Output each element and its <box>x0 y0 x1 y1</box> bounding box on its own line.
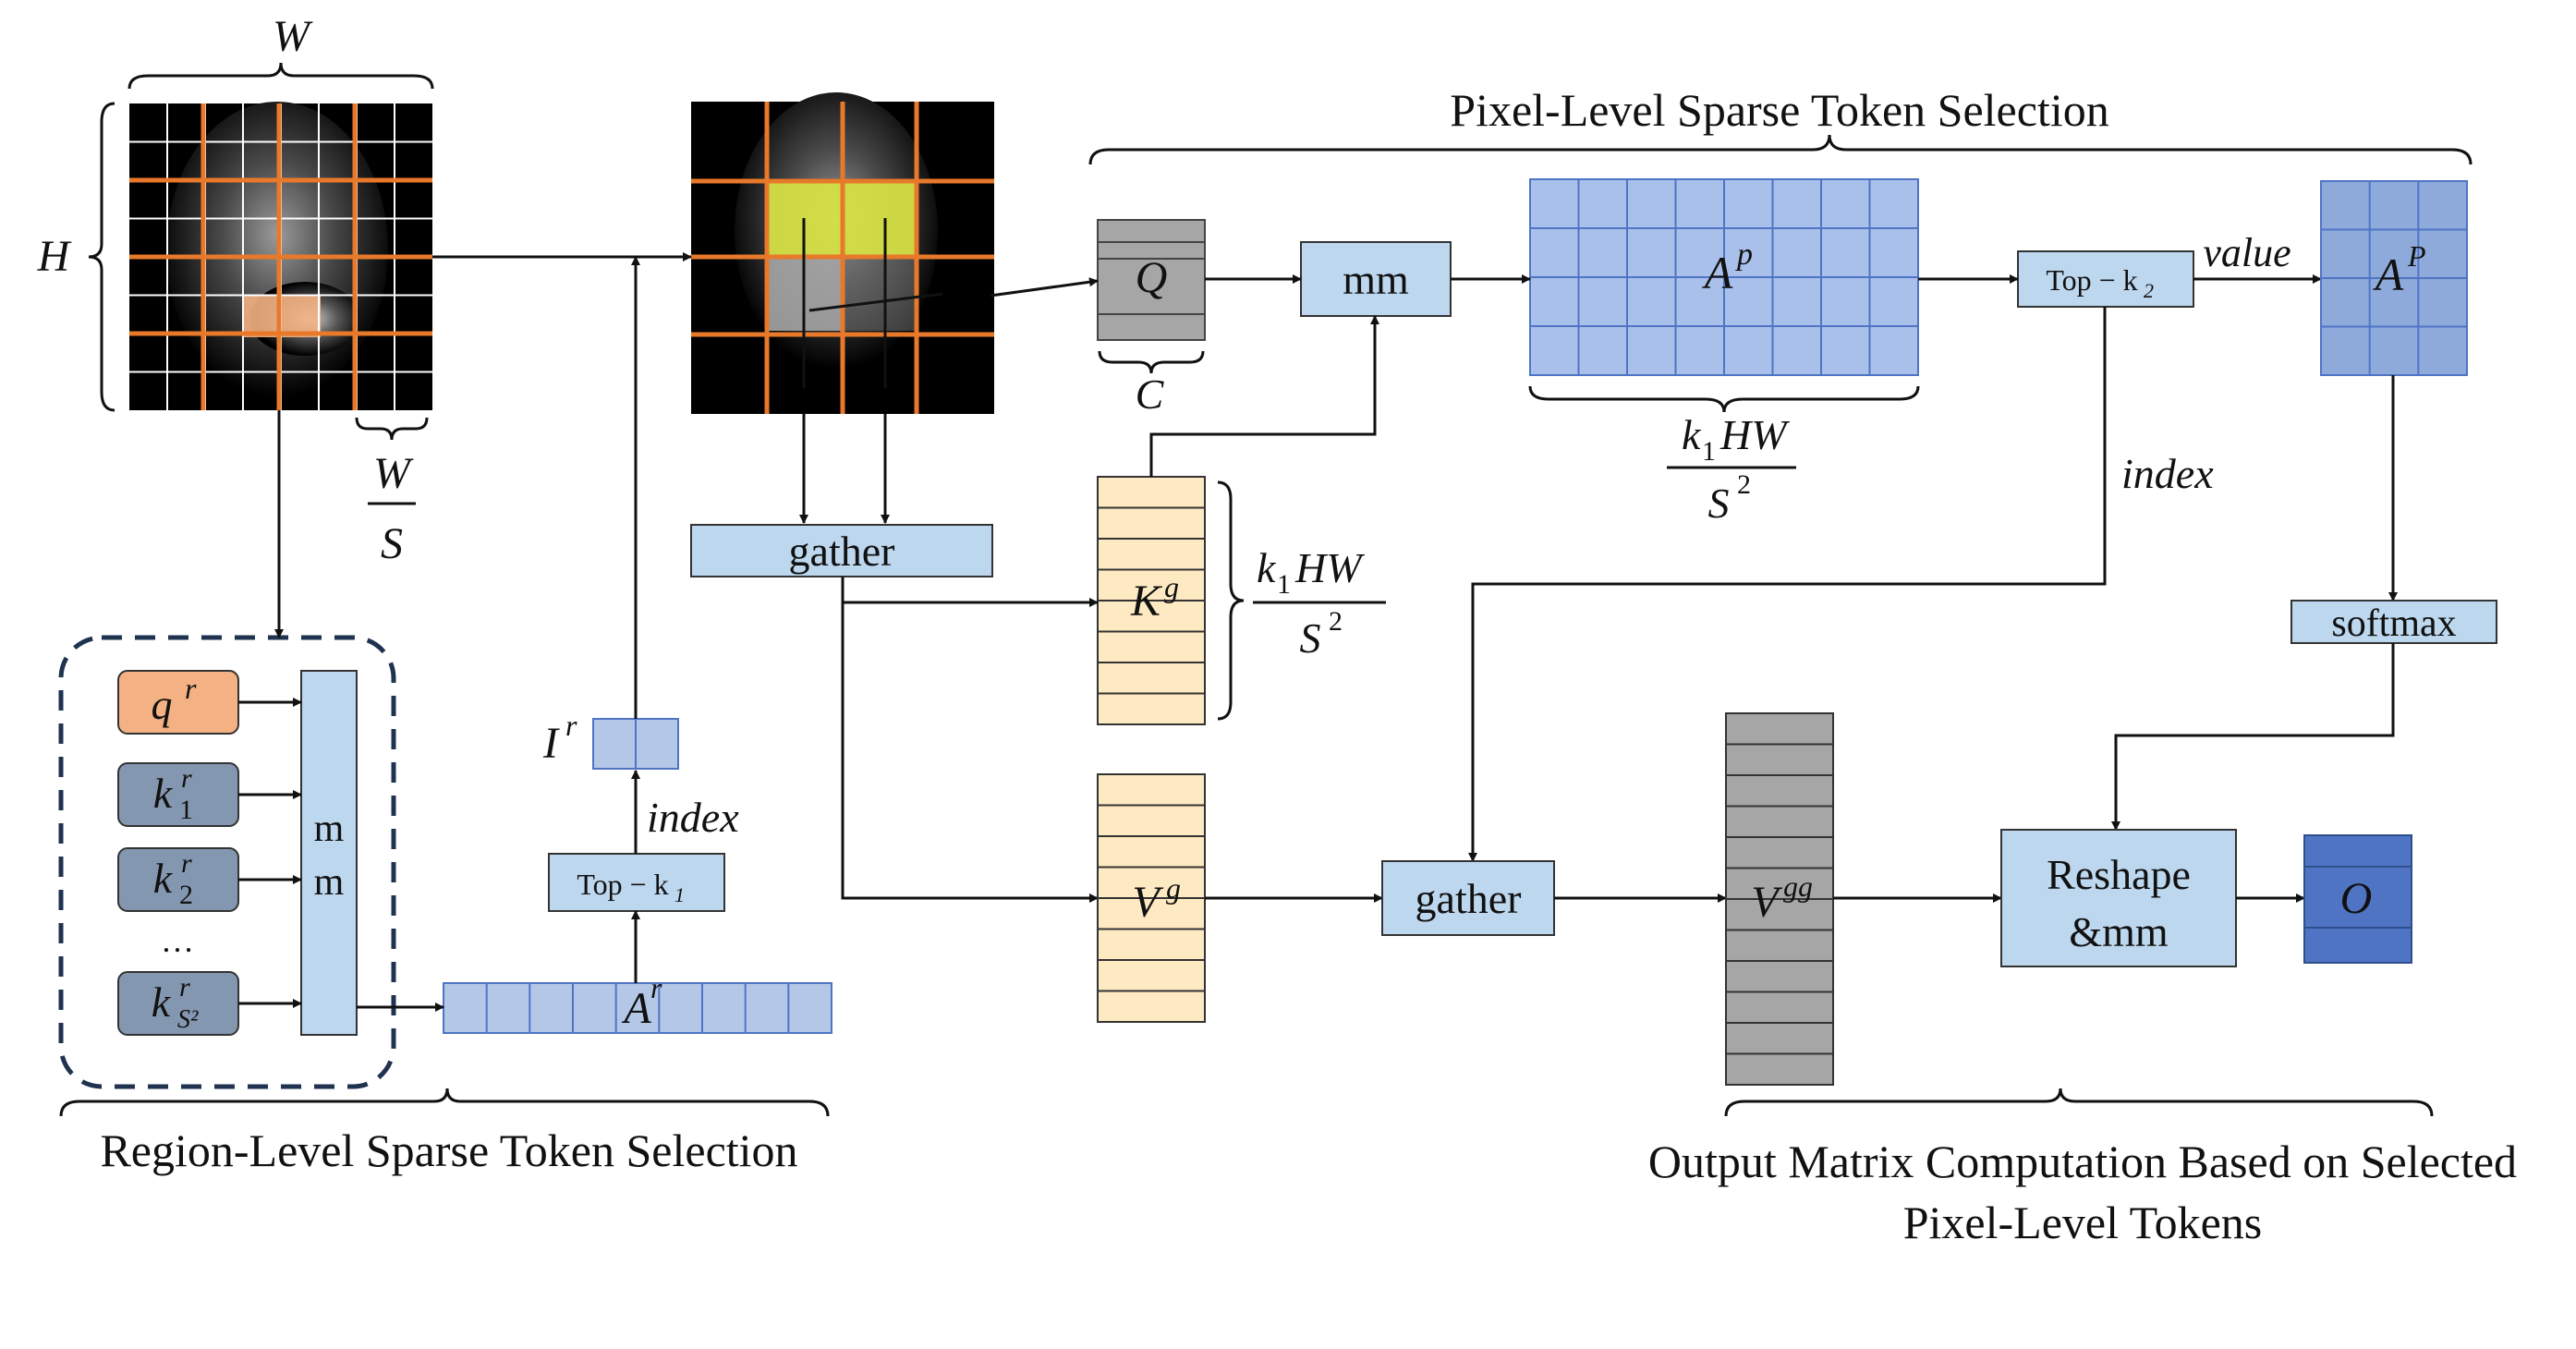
Ar-base: A <box>621 984 651 1033</box>
frac-b-HW: HW <box>1294 544 1365 591</box>
AP-sup: P <box>2407 239 2426 273</box>
pixel-level-title: Pixel-Level Sparse Token Selection <box>1450 84 2108 136</box>
mm-label: mm <box>1343 256 1409 303</box>
width-brace: W <box>128 12 434 90</box>
softmax-box: softmax <box>2290 600 2497 645</box>
H-label: H <box>37 232 72 281</box>
k2r-sup: r <box>181 848 192 879</box>
C-label: C <box>1136 371 1165 418</box>
gather-top-label: gather <box>789 528 895 575</box>
region-index-vector: I r <box>542 709 679 770</box>
Q-label: Q <box>1136 253 1168 302</box>
frac-a-S: S <box>1708 480 1730 527</box>
W-over-S-denominator: S <box>381 519 403 568</box>
gather-top-box: gather <box>690 524 993 577</box>
qr-sup: r <box>185 672 197 705</box>
k2r-base: k <box>153 855 174 902</box>
output-brace: Output Matrix Computation Based on Selec… <box>1648 1088 2517 1248</box>
Kg-base: K <box>1130 577 1163 626</box>
frac-a-S-sup: 2 <box>1737 469 1751 500</box>
region-level-block: q r k r 1 k r 2 … k r S² m m <box>58 635 396 1089</box>
frac-b-S-sup: 2 <box>1329 606 1343 637</box>
W-label: W <box>273 12 313 61</box>
output-title-line2: Pixel-Level Tokens <box>1903 1197 2263 1248</box>
ksr-sup: r <box>179 972 190 1003</box>
height-brace: H <box>37 102 115 412</box>
ksr-base: k <box>152 978 172 1026</box>
k1HW-over-S2-b: k 1 HW S 2 <box>1253 544 1386 662</box>
AP-base: A <box>2373 249 2404 300</box>
region-level-brace: Region-Level Sparse Token Selection <box>59 1088 830 1176</box>
Ir-sup: r <box>565 709 577 742</box>
topk2-box: Top − k 2 <box>2017 250 2194 308</box>
region-grid <box>129 103 432 410</box>
k2r-sub: 2 <box>179 880 193 910</box>
reshape-line1: Reshape <box>2047 851 2191 898</box>
k1r-sub: 1 <box>179 795 193 825</box>
gathered-value-matrix: V g <box>1097 773 1206 1023</box>
softmax-label: softmax <box>2331 602 2456 645</box>
frac-a-sub: 1 <box>1702 436 1716 467</box>
frac-b-k: k <box>1257 544 1277 591</box>
Vgg-base: V <box>1751 878 1782 927</box>
region-level-title: Region-Level Sparse Token Selection <box>100 1124 797 1176</box>
Ap-sup: p <box>1735 237 1753 272</box>
mm-vertical-1: m <box>314 808 345 850</box>
frac-a-k: k <box>1682 411 1702 458</box>
region-key-1-box <box>117 762 239 827</box>
reshape-mm-box: Reshape &mm <box>2000 829 2237 967</box>
region-affinity-vector: A r <box>443 971 832 1034</box>
input-image <box>129 102 432 410</box>
Vgg-sup: gg <box>1783 869 1813 903</box>
Kg-sup: g <box>1164 570 1179 603</box>
Vg-sup: g <box>1166 871 1181 905</box>
pixel-level-brace: Pixel-Level Sparse Token Selection <box>1088 84 2473 165</box>
ellipsis: … <box>161 922 194 959</box>
selected-region-image <box>691 92 994 414</box>
ksr-sub: S² <box>177 1005 199 1034</box>
topk1-base: Top − k <box>577 868 668 901</box>
index-region-label: index <box>647 794 739 841</box>
k1r-base: k <box>153 770 174 817</box>
k1r-sup: r <box>181 763 192 794</box>
region-mm-box <box>300 670 358 1036</box>
topk1-sub: 1 <box>674 883 685 906</box>
frac-b-S: S <box>1300 614 1321 662</box>
output-title-line1: Output Matrix Computation Based on Selec… <box>1648 1136 2517 1187</box>
topk-affinity-matrix: A P <box>2320 180 2468 376</box>
gather-bottom-box: gather <box>1381 860 1555 936</box>
query-pixel-box: Q <box>1097 219 1206 341</box>
frac-b-sub: 1 <box>1277 569 1291 600</box>
topk2-base: Top − k <box>2046 263 2137 297</box>
frac-a-HW: HW <box>1719 411 1790 458</box>
qr-base: q <box>152 681 173 728</box>
Vg-base: V <box>1132 878 1163 927</box>
region-query-box <box>117 670 239 735</box>
Ap-base: A <box>1702 247 1733 298</box>
region-key-2-box <box>117 847 239 912</box>
gathered-key-matrix: K g <box>1097 476 1206 725</box>
region-grid-2 <box>691 102 994 414</box>
reshape-line2: &mm <box>2069 908 2169 955</box>
value-label: value <box>2203 230 2290 275</box>
mm-box: mm <box>1300 241 1452 317</box>
output-matrix: O <box>2303 834 2412 964</box>
O-label: O <box>2340 874 2373 923</box>
pixel-affinity-matrix: A p <box>1529 178 1919 376</box>
Ar-sup: r <box>650 971 662 1004</box>
topk1-box: Top − k 1 <box>548 853 725 912</box>
k1HW-over-S2-a: k 1 HW S 2 <box>1667 411 1796 527</box>
gather-bottom-label: gather <box>1416 875 1522 922</box>
selected-value-matrix: V gg <box>1725 712 1834 1086</box>
index-pixel-label: index <box>2121 450 2214 497</box>
W-over-S-numerator: W <box>373 449 414 498</box>
patch-width-brace: W S <box>355 417 429 568</box>
topk2-sub: 2 <box>2144 279 2154 302</box>
Ir-base: I <box>542 719 560 768</box>
mm-vertical-2: m <box>314 861 345 904</box>
